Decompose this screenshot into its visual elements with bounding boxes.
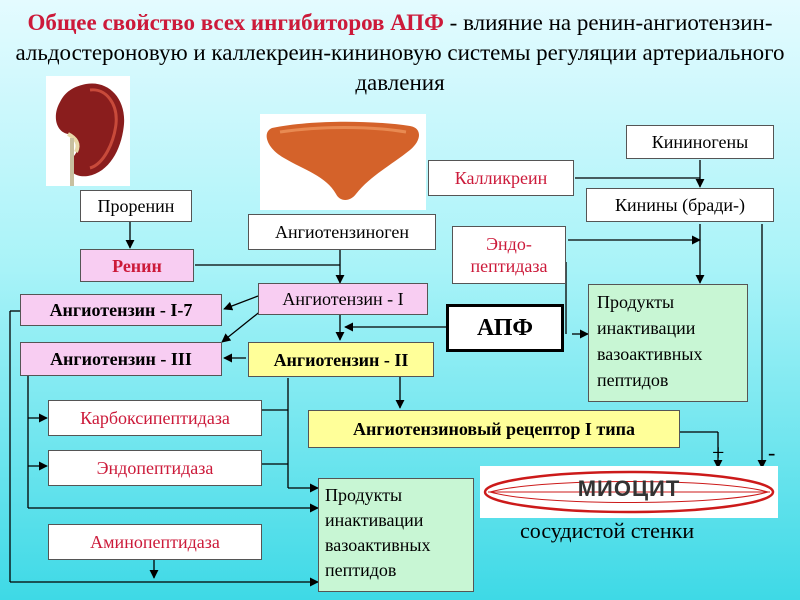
carboxypeptidase-box: Карбоксипептидаза [48,400,262,436]
kininogeny-label: Кининогены [651,132,749,152]
angiotensinogen-label: Ангиотензиноген [274,222,410,242]
endopeptidase-top-label: Эндо- пептидаза [470,234,548,276]
title-highlight: Общее свойство всех ингибиторов АПФ [27,10,444,35]
angiotensin-1-label: Ангиотензин - I [282,289,404,309]
angiotensin-2-label: Ангиотензин - II [273,349,409,370]
aminopeptidase-box: Аминопептидаза [48,524,262,560]
endopeptidase-label: Эндопептидаза [96,458,214,478]
title-rest: - влияние на ренин-ангиотензин-альдостер… [15,10,785,95]
kallikrein-box: Калликреин [428,160,574,196]
aminopeptidase-label: Аминопептидаза [90,532,220,552]
plus-sign: + [712,440,725,465]
apf-label: АПФ [476,315,533,341]
myocyte-illustration: МИОЦИТ [480,466,778,518]
receptor-label: Ангиотензиновый рецептор I типа [353,419,635,439]
apf-box: АПФ [446,304,564,352]
angiotensin-1-box: Ангиотензин - I [258,283,428,315]
angiotensin-1-7-label: Ангиотензин - I-7 [49,300,193,320]
endopeptidase-box: Эндопептидаза [48,450,262,486]
prorenin-box: Проренин [80,190,192,222]
angiotensinogen-box: Ангиотензиноген [248,214,436,250]
endopeptidase-top-box: Эндо- пептидаза [452,226,566,284]
angiotensin-1-7-box: Ангиотензин - I-7 [20,294,222,326]
diagram-title: Общее свойство всех ингибиторов АПФ - вл… [0,8,800,98]
products-bottom-box: Продукты инактивации вазоактивных пептид… [318,478,474,592]
kidney-icon [46,76,130,186]
liver-icon [260,114,426,210]
carboxypeptidase-label: Карбоксипептидаза [80,408,230,428]
minus-sign: - [768,440,776,465]
kininy-label: Кинины (бради-) [614,195,746,215]
angiotensin-3-box: Ангиотензин - III [20,342,222,376]
kininogeny-box: Кининогены [626,125,774,159]
products-bottom-label: Продукты инактивации вазоактивных пептид… [325,485,431,580]
myocyte-label: МИОЦИТ [577,476,681,501]
renin-label: Ренин [112,255,162,276]
products-top-label: Продукты инактивации вазоактивных пептид… [597,292,703,390]
prorenin-label: Проренин [97,196,175,216]
kininy-box: Кинины (бради-) [586,188,774,222]
kallikrein-label: Калликреин [454,168,548,188]
angiotensin-3-label: Ангиотензин - III [50,349,192,369]
myocyte-caption: сосудистой стенки [520,518,695,543]
products-top-box: Продукты инактивации вазоактивных пептид… [588,284,748,402]
receptor-box: Ангиотензиновый рецептор I типа [308,410,680,448]
angiotensin-2-box: Ангиотензин - II [248,342,434,377]
renin-box: Ренин [80,249,194,282]
